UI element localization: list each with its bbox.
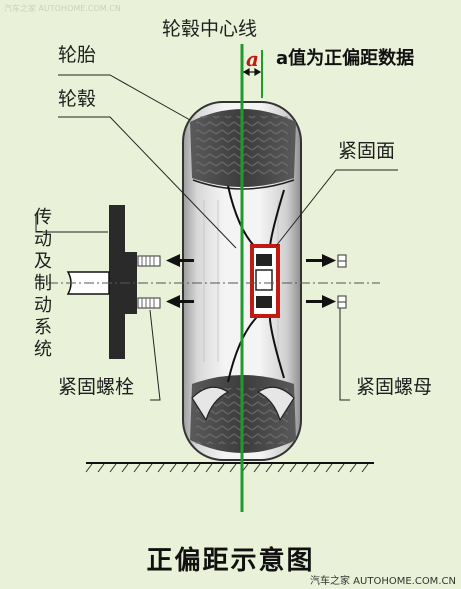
- label-tire: 轮胎: [58, 44, 97, 66]
- ground: [85, 462, 374, 473]
- label-hub-centerline: 轮毂中心线: [162, 18, 258, 40]
- label-drive-brake-system: 传动及制动系统: [34, 207, 52, 360]
- assembly-arrows: [166, 254, 336, 308]
- label-hub: 轮毂: [58, 88, 97, 110]
- label-wheel-bolt: 紧固螺栓: [58, 376, 135, 398]
- watermark: 汽车之家 AUTOHOME.COM.CN: [4, 4, 121, 13]
- wheel-hub: [227, 185, 285, 383]
- wheel-nuts: [337, 254, 347, 309]
- label-a-letter: a: [246, 47, 259, 71]
- label-wheel-nut: 紧固螺母: [356, 376, 433, 398]
- leader-lines: [35, 74, 398, 401]
- drive-brake-assembly: [66, 205, 161, 359]
- diagram-title: 正偏距示意图: [146, 546, 315, 576]
- site-credit: 汽车之家 AUTOHOME.COM.CN: [310, 576, 456, 587]
- offset-dimension: [242, 67, 262, 77]
- label-mounting-face: 紧固面: [338, 140, 396, 162]
- label-a-value-note: a值为正偏距数据: [276, 48, 415, 69]
